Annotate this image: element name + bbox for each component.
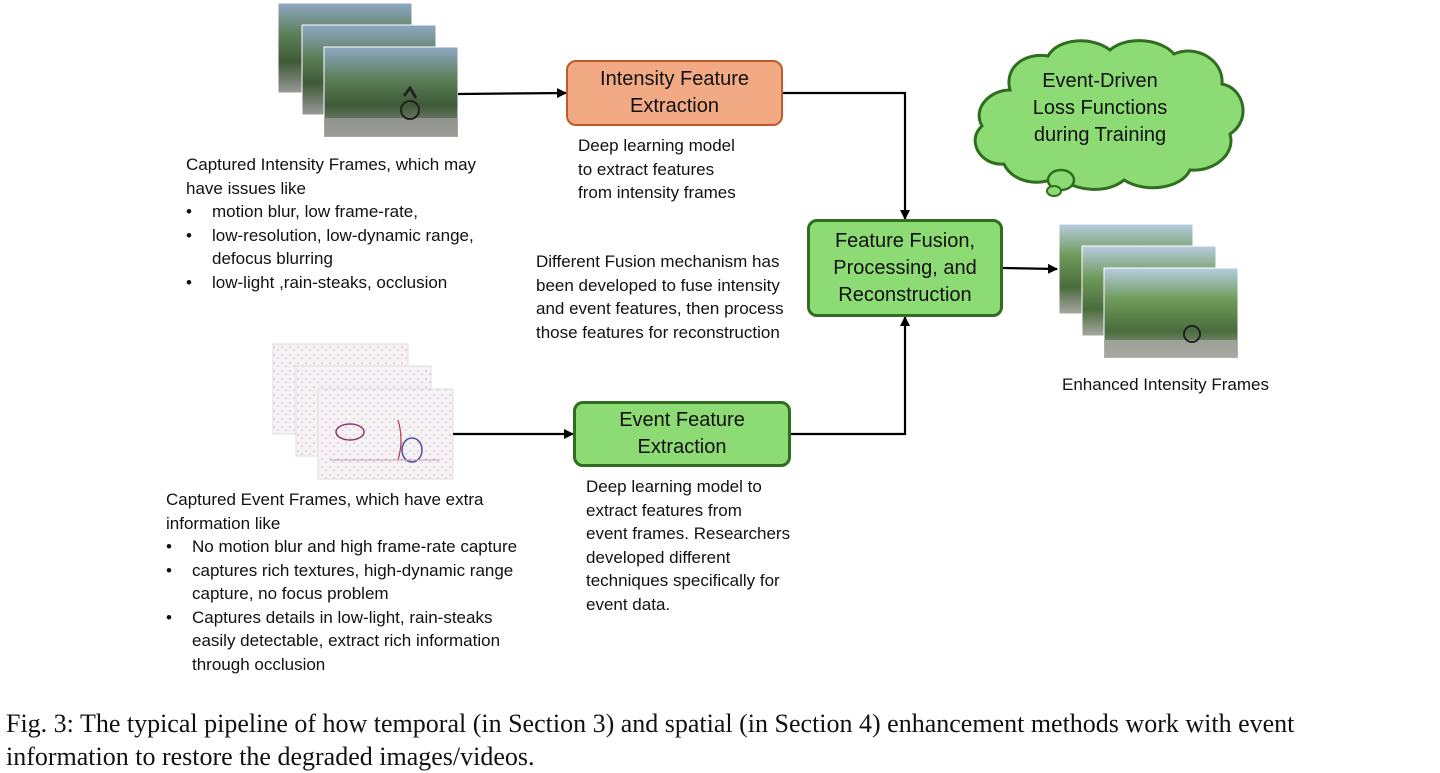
caption-line-1: Fig. 3: The typical pipeline of how temp… bbox=[6, 709, 1295, 738]
intensity-extraction-label-1: Intensity Feature bbox=[600, 68, 749, 90]
event-frame-3 bbox=[317, 388, 454, 480]
desc-line: extract features from bbox=[586, 500, 742, 520]
intensity-input-title-cont: have issues like bbox=[186, 178, 307, 198]
event-extraction-label-2: Extraction bbox=[637, 436, 727, 458]
event-benefit-item: Captures details in low-light, rain-stea… bbox=[166, 606, 517, 630]
cloud-bubble-small bbox=[1046, 185, 1062, 197]
event-benefit-list: No motion blur and high frame-rate captu… bbox=[166, 535, 517, 676]
intensity-input-title: Captured Intensity Frames, which may bbox=[186, 155, 477, 174]
fusion-box: Feature Fusion, Processing, and Reconstr… bbox=[807, 219, 1003, 317]
desc-line: event data. bbox=[586, 594, 671, 614]
arrow-extraction-to-fusion bbox=[783, 91, 910, 220]
loss-cloud-label-2: Loss Functions bbox=[1032, 97, 1168, 119]
desc-line: from intensity frames bbox=[578, 183, 736, 202]
intensity-issue-item: low-light ,rain-steaks, occlusion bbox=[186, 271, 476, 295]
arrow-intensity-to-extraction bbox=[457, 88, 567, 99]
desc-line: been developed to fuse intensity bbox=[536, 275, 780, 295]
event-extraction-desc: Deep learning model to extract features … bbox=[586, 475, 790, 616]
desc-line: event frames. Researchers bbox=[586, 524, 791, 543]
intensity-extraction-box: Intensity Feature Extraction bbox=[566, 60, 783, 126]
event-benefit-item-cont: capture, no focus problem bbox=[192, 584, 389, 603]
fusion-desc: Different Fusion mechanism has been deve… bbox=[536, 250, 784, 344]
desc-line: and event features, then process bbox=[536, 299, 784, 318]
event-frames-stack bbox=[272, 343, 454, 480]
event-benefit-item-cont: through occlusion bbox=[192, 654, 326, 674]
loss-cloud-label-3: during Training bbox=[1033, 124, 1167, 146]
output-label: Enhanced Intensity Frames bbox=[1062, 375, 1269, 394]
intensity-extraction-desc: Deep learning model to extract features … bbox=[578, 134, 736, 205]
intensity-issue-item: motion blur, low frame-rate, bbox=[186, 200, 476, 224]
intensity-extraction-label-2: Extraction bbox=[630, 95, 719, 117]
desc-line: Deep learning model to bbox=[586, 477, 762, 496]
desc-line: Deep learning model bbox=[578, 136, 735, 155]
event-benefit-item: captures rich textures, high-dynamic ran… bbox=[166, 559, 517, 583]
event-benefit-item: No motion blur and high frame-rate captu… bbox=[166, 535, 517, 559]
loss-cloud-text: Event-Driven Loss Functions during Train… bbox=[1000, 68, 1200, 149]
desc-line: developed different bbox=[586, 547, 731, 567]
enhanced-frames-stack bbox=[1058, 223, 1239, 359]
event-extraction-box: Event Feature Extraction bbox=[573, 401, 791, 467]
event-input-notes: Captured Event Frames, which have extra … bbox=[166, 488, 517, 676]
desc-line: Different Fusion mechanism has bbox=[536, 252, 780, 271]
loss-cloud-shape bbox=[973, 39, 1245, 197]
event-input-title: Captured Event Frames, which have extra bbox=[166, 490, 484, 509]
desc-line: techniques specifically for bbox=[586, 571, 780, 590]
intensity-issue-list: motion blur, low frame-rate, low-resolut… bbox=[186, 200, 476, 294]
intensity-input-notes: Captured Intensity Frames, which may hav… bbox=[186, 153, 476, 294]
arrow-fusion-to-output bbox=[1002, 263, 1058, 274]
intensity-frames-stack bbox=[277, 2, 459, 138]
connectors bbox=[453, 88, 1058, 439]
arrow-event-extraction-to-fusion bbox=[791, 316, 910, 436]
desc-line: to extract features bbox=[578, 159, 715, 179]
fusion-label-1: Feature Fusion, bbox=[834, 229, 976, 252]
intensity-issue-item: defocus blurring bbox=[212, 249, 333, 268]
intensity-issue-item: low-resolution, low-dynamic range, bbox=[186, 224, 476, 248]
caption-line-2: information to restore the degraded imag… bbox=[6, 742, 535, 771]
fusion-label-3: Reconstruction bbox=[838, 283, 972, 306]
event-extraction-label-1: Event Feature bbox=[619, 409, 745, 431]
loss-cloud-label-1: Event-Driven bbox=[1042, 70, 1158, 92]
desc-line: those features for reconstruction bbox=[536, 322, 780, 342]
figure-caption: Fig. 3: The typical pipeline of how temp… bbox=[6, 707, 1294, 773]
event-benefit-item-cont: easily detectable, extract rich informat… bbox=[192, 631, 501, 650]
event-input-title-cont: information like bbox=[166, 513, 281, 533]
fusion-label-2: Processing, and bbox=[833, 256, 977, 279]
